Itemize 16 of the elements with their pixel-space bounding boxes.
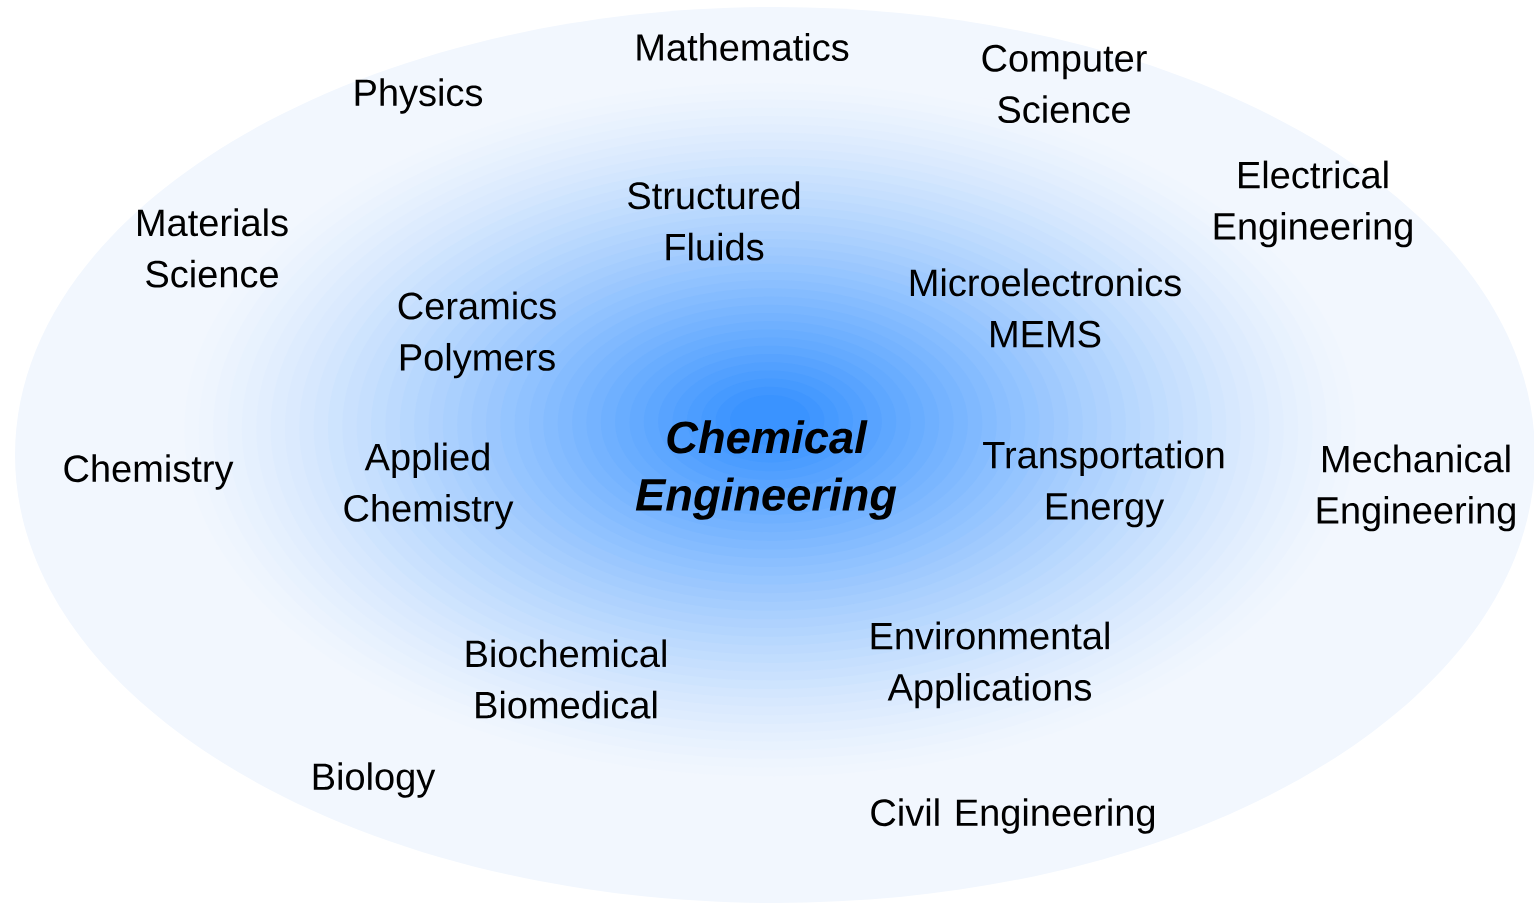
label: Civil Engineering: [871, 798, 1155, 834]
label: Microelectronics MEMS: [910, 268, 1181, 348]
label: Structured Fluids: [628, 181, 800, 261]
label: Materials Science: [138, 208, 288, 288]
label: Environmental Applications: [871, 621, 1109, 709]
label: Transportation Energy: [983, 440, 1224, 528]
label: Applied Chemistry: [344, 442, 514, 530]
label: Computer Science: [982, 44, 1147, 124]
label: Biochemical Biomedical: [466, 639, 666, 719]
label: Mathematics: [637, 33, 849, 61]
label: Electrical Engineering: [1214, 160, 1412, 248]
label: Mechanical Engineering: [1317, 444, 1515, 532]
label: Physics: [355, 78, 483, 114]
label: Biology: [313, 762, 436, 798]
label: Chemistry: [64, 454, 234, 490]
label: Ceramics Polymers: [398, 291, 556, 379]
